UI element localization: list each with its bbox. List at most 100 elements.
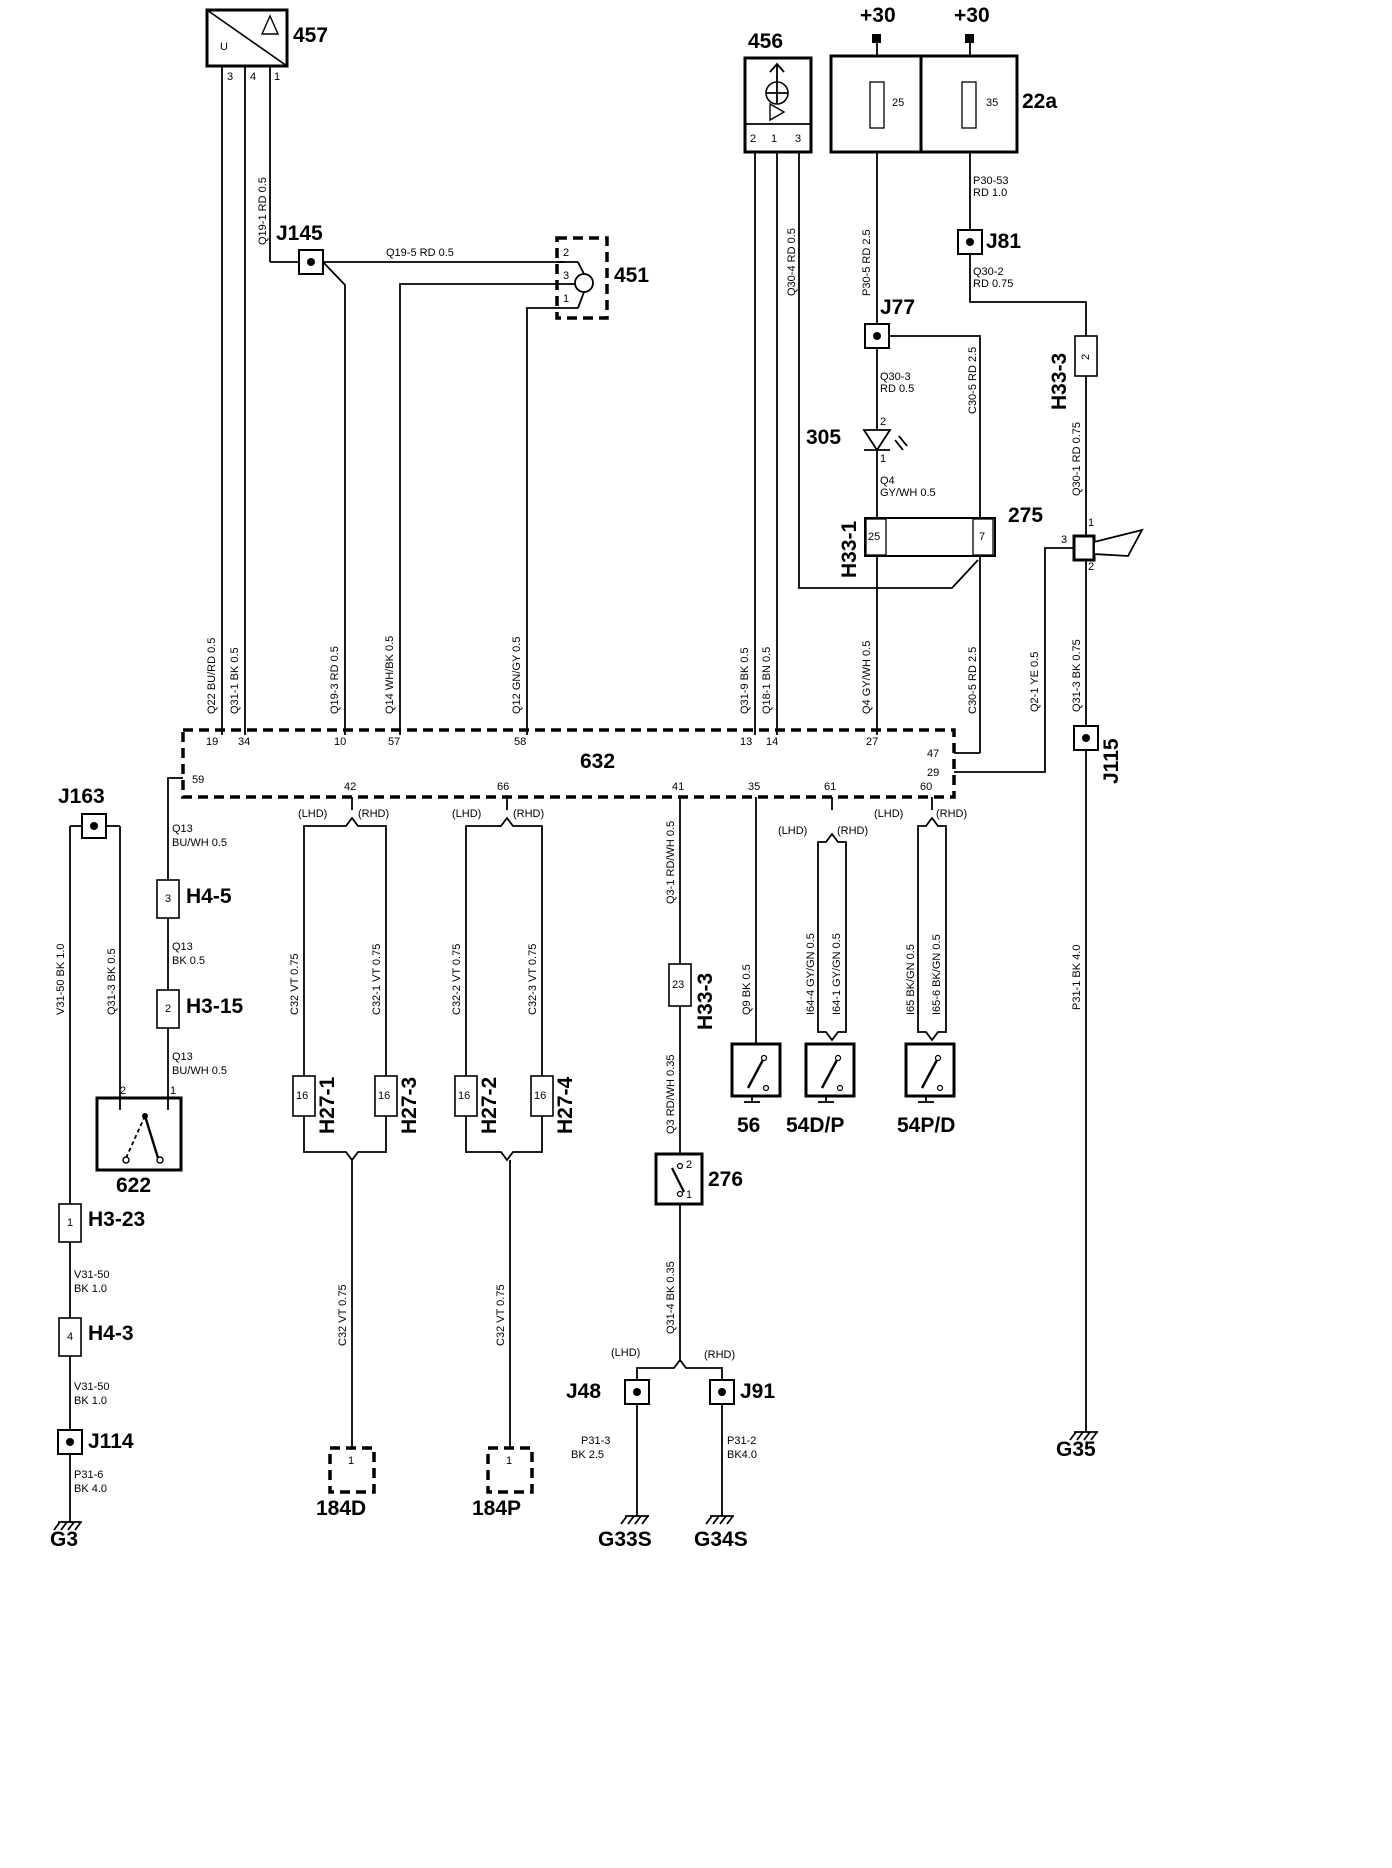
diagram-label: J81 [986,230,1021,253]
diagram-label: Q19-3 RD 0.5 [329,646,341,714]
diagram-label: P30-5 RD 2.5 [861,229,873,296]
connector-h3-23: 1 H3-23 [58,1203,145,1243]
component-276-switch: 2 1 276 [654,1152,743,1206]
diagram-label: J145 [276,222,323,245]
diagram-label: H27-1 [316,1076,339,1134]
connector-h33-3-top: 2 H33-3 [1048,335,1098,410]
diagram-label: J114 [88,1430,134,1453]
diagram-label: 276 [708,1168,743,1191]
diagram-label: BK 0.5 [172,955,205,967]
connector-h27-1: 16 H27-1 [292,1075,339,1134]
diagram-label: 2 [120,1085,126,1097]
diagram-label: 47 [927,748,939,760]
component-457: U 3 4 1 457 [205,8,328,83]
diagram-label: 1 [506,1455,512,1467]
diagram-label: H3-15 [186,995,244,1018]
diagram-label: 14 [766,736,778,748]
wiring-diagram: U 3 4 1 457 Q19-1 RD 0.5 J145 Q19-5 RD 0… [50,4,1144,1551]
diagram-label: 16 [378,1090,390,1102]
diagram-label: 54P/D [897,1114,955,1137]
diagram-label: 305 [806,426,841,449]
connector-h33-1: 25 7 H33-1 [838,517,996,578]
diagram-label: 16 [458,1090,470,1102]
connector-h27-3: 16 H27-3 [374,1075,421,1134]
splice-j48: J48 [566,1379,650,1405]
diagram-label: 56 [737,1114,760,1137]
component-622-switch: 2 1 622 [95,1085,183,1197]
diagram-label: BU/WH 0.5 [172,1065,227,1077]
diagram-label: (LHD) [778,825,807,837]
connector-h27-2: 16 H27-2 [454,1075,501,1134]
diagram-label: RD 1.0 [973,187,1007,199]
splice-j114: J114 [57,1429,134,1455]
diagram-label: Q31-3 BK 0.75 [1071,639,1083,712]
connector-h3-15: 2 H3-15 [156,989,244,1029]
supply-terminals: +30 +30 [860,4,990,43]
diagram-label: 3 [1061,534,1067,546]
diagram-label: 27 [866,736,878,748]
component-184d: 1 184D [316,1446,376,1520]
diagram-label: C32 VT 0.75 [495,1284,507,1346]
diagram-label: Q31-3 BK 0.5 [106,948,118,1015]
diagram-label: BK 2.5 [571,1449,604,1461]
diagram-label: I64-1 GY/GN 0.5 [831,933,843,1015]
diagram-label: Q13 [172,823,193,835]
diagram-label: 4 [250,71,256,83]
diagram-label: H4-5 [186,885,232,908]
diagram-label: 456 [748,30,783,53]
diagram-label: H33-1 [838,520,861,578]
diagram-label: 35 [748,781,760,793]
diagram-label: 7 [979,531,985,543]
diagram-label: 66 [497,781,509,793]
diagram-label: H27-4 [554,1076,577,1134]
diagram-label: 23 [672,979,684,991]
diagram-label: 16 [296,1090,308,1102]
diagram-label: Q3-1 RD/WH 0.5 [665,821,677,904]
diagram-label: P31-1 BK 4.0 [1071,945,1083,1010]
diagram-label: C32 VT 0.75 [337,1284,349,1346]
diagram-label: Q2-1 YE 0.5 [1029,652,1041,712]
diagram-label: J91 [740,1380,775,1403]
diagram-label: Q14 WH/BK 0.5 [384,636,396,714]
component-56-switch: 56 [730,1042,782,1137]
diagram-label: V31-50 [74,1269,109,1281]
diagram-label: H4-3 [88,1322,134,1345]
diagram-label: Q4 [880,475,895,487]
diagram-label: P31-6 [74,1469,103,1481]
diagram-label: Q13 [172,941,193,953]
component-456: 2 1 3 456 [743,30,813,154]
connector-h4-5: 3 H4-5 [156,879,232,919]
diagram-label: I64-4 GY/GN 0.5 [805,933,817,1015]
diagram-label: 22a [1022,90,1057,113]
splice-j163: J163 [58,785,107,839]
diagram-label: (LHD) [611,1347,640,1359]
diagram-label: 2 [1088,561,1094,573]
component-451: 2 3 1 451 [555,236,649,320]
diagram-label: V31-50 BK 1.0 [55,943,67,1015]
diagram-label: BU/WH 0.5 [172,837,227,849]
diagram-label: C30-5 RD 2.5 [967,647,979,714]
diagram-label: RD 0.75 [973,278,1013,290]
diagram-label: 57 [388,736,400,748]
splice-j115: J115 [1073,725,1123,784]
diagram-label: 2 [750,133,756,145]
diagram-label: 19 [206,736,218,748]
diagram-label: 3 [165,893,171,905]
connector-h4-3: 4 H4-3 [58,1317,134,1357]
diagram-label: 25 [868,531,880,543]
diagram-label: GY/WH 0.5 [880,487,936,499]
diagram-label: 29 [927,767,939,779]
diagram-label: (LHD) [298,808,327,820]
component-label-457: 457 [293,24,328,47]
diagram-label: BK4.0 [727,1449,757,1461]
diagram-label: 1 [880,453,886,465]
diagram-label: 42 [344,781,356,793]
diagram-label: C32-1 VT 0.75 [371,944,383,1015]
connector-h27-4: 16 H27-4 [530,1075,577,1134]
diagram-label: P30-53 [973,175,1008,187]
diagram-label: 1 [1088,517,1094,529]
diagram-label: 1 [170,1085,176,1097]
diagram-label: Q4 GY/WH 0.5 [861,641,873,714]
diagram-label: C30-5 RD 2.5 [967,347,979,414]
diagram-label: 1 [686,1189,692,1201]
